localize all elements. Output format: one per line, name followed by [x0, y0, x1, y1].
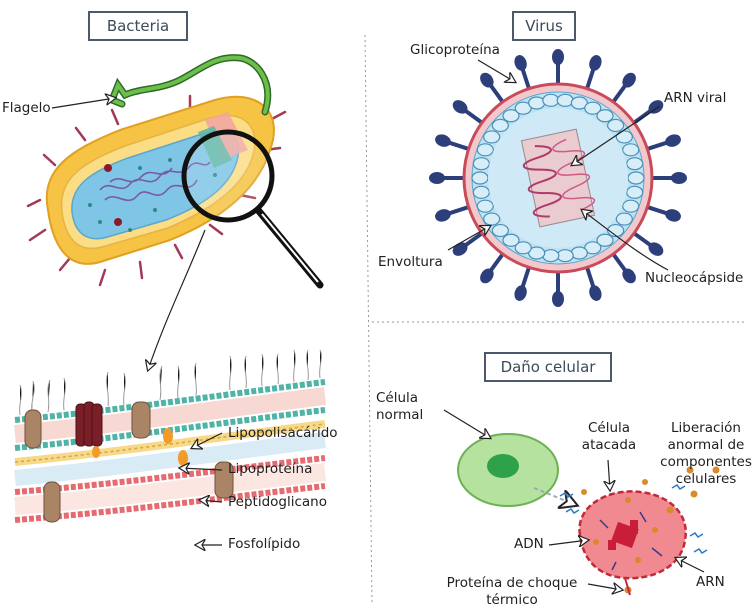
capsomer	[596, 109, 614, 123]
label-lipoproteina: Lipoproteína	[228, 461, 313, 477]
capsomer	[528, 96, 546, 110]
glycoprotein-spike-head	[648, 100, 664, 114]
capsomer	[483, 212, 501, 226]
capsomer	[491, 118, 509, 133]
label-arn: ARN	[696, 574, 725, 590]
capsomer	[528, 246, 546, 260]
label-envoltura: Envoltura	[378, 254, 443, 270]
attacked-cell	[559, 466, 720, 596]
capsomer	[491, 223, 509, 238]
capsomer	[556, 93, 574, 107]
label-glicoproteina: Glicoproteína	[410, 42, 500, 58]
glycoprotein-spike-head	[480, 268, 494, 284]
capsomer	[483, 130, 501, 144]
glycoprotein-spike-head	[648, 242, 664, 256]
vertical-divider	[364, 34, 373, 606]
glycoprotein-spike-head	[622, 268, 636, 284]
glycoprotein-spike-head	[514, 285, 527, 301]
virus-particle	[429, 48, 687, 307]
glycoprotein-spike-head	[435, 134, 451, 147]
capsomer	[514, 101, 532, 115]
capsomer	[626, 185, 644, 199]
glycoprotein-spike-head	[452, 100, 468, 114]
glycoprotein-spike-head	[514, 55, 527, 71]
capsomer	[627, 171, 645, 185]
capsomer	[596, 233, 614, 247]
capsomer	[584, 101, 602, 115]
label-proteina-choque: Proteína de choque térmico	[446, 575, 578, 608]
label-flagelo: Flagelo	[2, 100, 51, 116]
capsomer	[607, 223, 625, 238]
capsomer	[570, 246, 588, 260]
label-peptidoglicano: Peptidoglicano	[228, 494, 327, 510]
bacteria-panel-title: Bacteria	[88, 11, 192, 45]
glycoprotein-spike-head	[480, 72, 494, 88]
capsomer	[471, 171, 489, 185]
normal-cell	[457, 433, 559, 507]
capsomer	[476, 199, 494, 213]
glycoprotein-spike-head	[435, 209, 451, 222]
glycoprotein-spike-head	[665, 134, 681, 147]
label-arn-viral: ARN viral	[664, 90, 727, 106]
capsomer	[622, 199, 640, 213]
capsomer	[476, 143, 494, 157]
glycoprotein-spike-head	[665, 209, 681, 222]
capsomer	[615, 130, 633, 144]
capsomer	[570, 96, 588, 110]
damage-panel-title: Daño celular	[484, 352, 616, 386]
virus-panel-title: Virus	[512, 11, 580, 45]
bacterium-cell	[26, 54, 287, 287]
glycoprotein-spike-head	[622, 72, 636, 88]
label-nucleocapside: Nucleocápside	[645, 270, 744, 286]
capsomer	[615, 212, 633, 226]
capsomer	[622, 143, 640, 157]
cell-wall-cross-section	[14, 349, 327, 523]
capsomer	[472, 157, 490, 171]
capsomer	[607, 118, 625, 133]
magnifying-glass-icon	[181, 129, 324, 289]
label-celula-atacada: Célula atacada	[581, 420, 637, 453]
glycoprotein-spike-head	[429, 172, 445, 185]
label-lipopolisacarido: Lipopolisacárido	[228, 425, 338, 441]
glycoprotein-spike-head	[552, 291, 564, 307]
glycoprotein-spike-head	[671, 172, 687, 184]
label-celula-normal: Célula normal	[376, 390, 424, 423]
capsomer	[584, 241, 602, 255]
glycoprotein-spike-head	[552, 48, 564, 65]
glycoprotein-spike-head	[589, 55, 602, 71]
label-adn: ADN	[514, 536, 544, 552]
capsomer	[556, 249, 574, 263]
capsomer	[542, 249, 560, 263]
glycoprotein-spike-head	[589, 285, 602, 301]
label-liberacion: Liberación anormal de componentes celula…	[660, 420, 752, 487]
capsomer	[472, 185, 490, 199]
label-fosfolipido: Fosfolípido	[228, 536, 301, 552]
capsomer	[502, 233, 520, 247]
glycoprotein-spike-head	[452, 242, 468, 256]
capsomer	[514, 241, 532, 255]
capsomer	[502, 109, 520, 123]
capsomer	[626, 157, 644, 171]
capsomer	[542, 93, 560, 107]
